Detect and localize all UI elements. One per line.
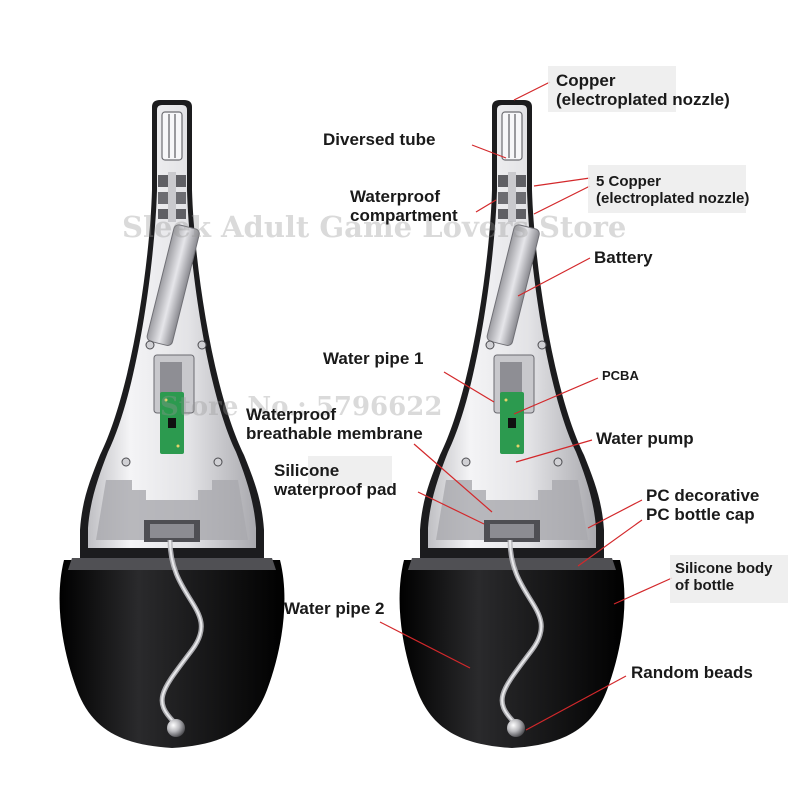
label-water-pipe-2: Water pipe 2 <box>284 599 385 618</box>
label-silicone-body-of-bottle: Silicone body of bottle <box>675 560 773 594</box>
label-bg-silicone-body <box>670 555 788 603</box>
leader-silicone-body <box>613 577 673 605</box>
leader-5-copper-a <box>533 177 591 187</box>
label-5-copper: 5 Copper (electroplated nozzle) <box>596 173 750 207</box>
label-silicone-waterproof-pad: Silicone waterproof pad <box>274 461 397 499</box>
label-bg-copper <box>548 66 676 112</box>
leader-pcba <box>513 377 599 415</box>
leader-waterproof-compartment <box>475 199 497 213</box>
label-waterproof-compartment: Waterproof compartment <box>350 187 458 225</box>
leader-water-pipe-2 <box>379 621 471 669</box>
label-water-pipe-1: Water pipe 1 <box>323 349 424 368</box>
leader-water-pipe-1 <box>443 371 495 403</box>
leader-water-pump <box>515 439 593 463</box>
label-bg-silicone-pad <box>308 456 392 486</box>
label-pc-decorative-bottle-cap: PC decorative PC bottle cap <box>646 486 760 524</box>
leader-battery <box>517 257 591 297</box>
label-waterproof-breathable-membrane: Waterproof breathable membrane <box>246 405 423 443</box>
label-water-pump: Water pump <box>596 429 694 448</box>
leader-diversed-tube <box>471 144 507 159</box>
label-copper: Copper (electroplated nozzle) <box>556 71 730 109</box>
leader-membrane <box>413 443 493 513</box>
store-watermark: Sleek Adult Game Lovers Store <box>122 210 627 244</box>
label-random-beads: Random beads <box>631 663 753 682</box>
leader-random-beads <box>525 675 627 731</box>
leader-pc-bottle-cap <box>577 519 643 567</box>
label-diversed-tube: Diversed tube <box>323 130 436 149</box>
label-bg-five-copper <box>588 165 746 213</box>
store-number-watermark: Store No.: 5796622 <box>160 392 443 422</box>
label-pcba: PCBA <box>602 368 639 383</box>
leader-copper <box>513 81 551 101</box>
leader-5-copper-b <box>533 185 591 215</box>
leader-pc-decorative <box>587 499 643 529</box>
label-battery: Battery <box>594 248 653 267</box>
leader-silicone-pad <box>417 491 485 525</box>
